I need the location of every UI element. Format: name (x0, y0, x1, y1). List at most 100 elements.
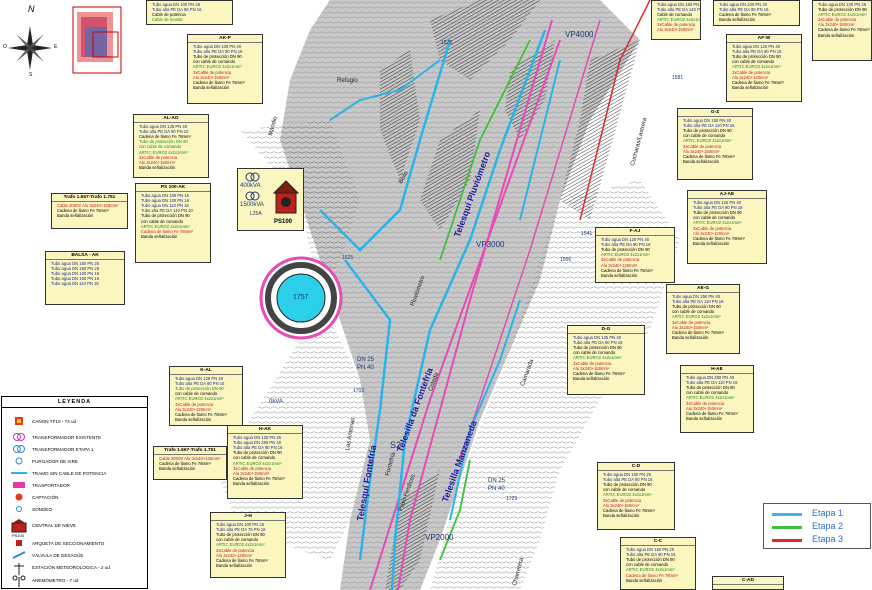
compass-e-label: E (54, 44, 58, 50)
hatch-north (430, 0, 540, 80)
water-intake-icon (15, 493, 23, 501)
stage2-line-1 (439, 39, 531, 261)
stage-row-1: Etapa 1 (772, 508, 867, 519)
drain-valve-icon (12, 551, 26, 559)
pipe-label-pn40-a: PN 40 (357, 365, 374, 371)
hatch-east (560, 40, 640, 220)
kva-label-1: 400kVA (240, 183, 261, 189)
compass-rose (8, 26, 52, 70)
transformer-station: 400kVA 1500kVA L25A PS100 (237, 168, 304, 231)
vp-label-2000: VP2000 (425, 533, 454, 542)
pipe-main (390, 29, 547, 590)
borehole-icon (16, 506, 22, 512)
vp-label-3000: VP3000 (476, 240, 505, 249)
stage-row-3: Etapa 3 (772, 534, 867, 545)
lift-line-3 (459, 19, 601, 461)
legend-item: TRAMO SIN CABLE DE POTENCIA (32, 471, 107, 476)
overview-map (72, 6, 122, 74)
legend-item: ARQUETA DE SECCIONAMIENTO (32, 541, 105, 546)
stage-1-label: Etapa 1 (812, 508, 844, 518)
info-box-trafo-b: Trafo 1.667-Trafo 1.751 Cable 2000V Alu … (153, 446, 227, 480)
lift-line-1 (397, 19, 553, 590)
legend-item: TRASPORTADOR (32, 483, 70, 488)
trafo-extra-label: L25A (250, 211, 262, 217)
conveyor-icon (13, 482, 25, 488)
pipe-label-pn40-b: PN 40 (488, 486, 505, 492)
compass-o-label: O (3, 44, 7, 50)
no-power-segment-icon (11, 472, 27, 474)
reservoir-label: 1757 (293, 294, 309, 301)
elevation-label: 1625 (342, 255, 354, 261)
legend-item: CAPTACIÓN (32, 495, 59, 500)
transformer-icons (245, 172, 300, 214)
snow-plant-icon (11, 519, 27, 533)
reservoir-water (276, 273, 326, 323)
stage-2-swatch (772, 526, 802, 529)
pipe-branch-3 (519, 59, 561, 221)
snow-cannon-icon (15, 417, 23, 425)
place-label-refugio: Refugio (337, 78, 358, 84)
stage2-line-2 (439, 459, 471, 561)
ps100-label: PS100 (274, 219, 293, 225)
legend-item: CENTRAL DE NIEVE (32, 523, 76, 528)
legend-item: CAÑON TF10 - 73 ud (32, 419, 77, 424)
air-purge-icon (15, 457, 23, 465)
elevation-label: 1556 (560, 257, 572, 263)
elevation-label: 1581 (672, 75, 684, 81)
elevation-label: 1703 (353, 388, 365, 394)
pipe-branch-4 (329, 59, 441, 121)
legend: LEYENDA CAÑON TF10 - 73 ud TRANSFORMADOR… (1, 396, 148, 589)
legend-title: LEYENDA (2, 397, 147, 408)
pipe-branch-1 (319, 39, 452, 252)
hatch-mid (420, 110, 480, 230)
info-box-c-ad: C-AD (712, 576, 784, 590)
legend-item: PURGADOR DE AIRE (32, 459, 78, 464)
hatch-south (385, 470, 440, 590)
pipe-label-dn25-b: DN 25 (488, 478, 506, 484)
kva-label-2: 1500kVA (240, 202, 264, 208)
lift-line-2 (369, 39, 561, 590)
anemometer-icon (12, 575, 26, 587)
elevation-label: 1541 (581, 231, 593, 237)
stage-3-swatch (772, 539, 802, 542)
pipe-branch-2 (449, 299, 521, 521)
pipe-west (344, 259, 392, 561)
transformer-existing-icon (13, 433, 25, 441)
legend-item: SONDEO (32, 507, 52, 512)
elevation-label: 1575 (441, 40, 453, 46)
stage-row-2: Etapa 2 (772, 521, 867, 532)
legend-ps100-caption: PS100 (12, 533, 25, 538)
legend-item: TRANSFORMADOR ETAPA 1 (32, 447, 94, 452)
marker-s2: S2 (390, 440, 402, 450)
vp-label-4000: VP4000 (565, 30, 594, 39)
transformer-stage1-icon (13, 445, 25, 453)
compass-n-label: N (28, 4, 35, 14)
terrain-contours (280, 0, 640, 590)
stage-legend: Etapa 1 Etapa 2 Etapa 3 (763, 503, 871, 549)
section-chamber-icon (16, 540, 22, 546)
legend-item: VÁLVULA DE DESAGÜE (32, 553, 84, 558)
elevation-label: 1729 (506, 496, 518, 502)
legend-item: ESTACIÓN METEOROLÓGICA - 2 ud (32, 565, 110, 570)
stage3-line (579, 0, 651, 221)
section-kva-label: 0kVA (269, 399, 283, 405)
info-box-trafo-a: Trafo 1.667-Trafo 1.751 Cable 2000V Alu … (51, 193, 128, 229)
